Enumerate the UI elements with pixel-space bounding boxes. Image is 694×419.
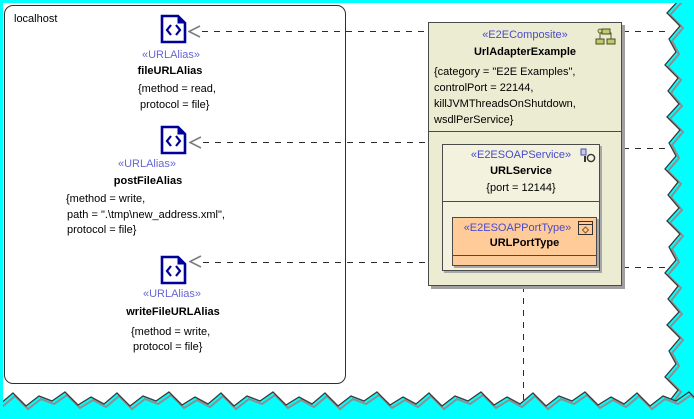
composite-tag-0: {category = "E2E Examples", [434, 66, 576, 78]
urlalias-write-icon[interactable] [160, 255, 187, 285]
node-service-urlservice[interactable]: «E2ESOAPService» URLService {port = 1214… [442, 144, 600, 271]
composite-stereotype: «E2EComposite» [482, 29, 568, 41]
urlalias-file-icon[interactable] [160, 14, 187, 44]
torn-edge-right [664, 0, 694, 419]
torn-edge-bottom [0, 391, 694, 419]
urlalias-3-name[interactable]: writeFileURLAlias [126, 306, 220, 318]
node-composite-urladapterexample[interactable]: «E2EComposite» UrlAdapterExample {catego… [428, 22, 622, 286]
dependency-line-bottom[interactable] [523, 286, 524, 400]
urlalias-3-tag-1: protocol = file} [133, 341, 203, 353]
composite-tag-2: killJVMThreadsOnShutdown, [434, 98, 576, 110]
dependency-line-right-1[interactable] [623, 31, 668, 32]
composite-tree-icon [595, 28, 616, 45]
urlalias-1-name[interactable]: fileURLAlias [137, 65, 203, 77]
service-name: URLService [490, 165, 552, 177]
urlalias-2-tag-2: protocol = file} [67, 224, 137, 236]
urlalias-2-tag-0: {method = write, [66, 193, 146, 205]
urlalias-2-tag-1: path = ".\tmp\new_address.xml", [67, 209, 225, 221]
porttype-name: URLPortType [489, 237, 560, 249]
porttype-compartment-separator [453, 255, 596, 256]
urlalias-2-name[interactable]: postFileAlias [113, 175, 183, 187]
porttype-stereotype: «E2ESOAPPortType» [463, 222, 572, 234]
node-porttype-urlporttype[interactable]: «E2ESOAPPortType» URLPortType [452, 217, 597, 266]
service-tag-0: {port = 12144} [486, 182, 556, 194]
diagram-border-top [0, 0, 694, 3]
service-icon [580, 148, 596, 163]
arrowhead-icon-2 [189, 136, 202, 149]
porttype-icon [578, 221, 593, 235]
arrowhead-icon-3 [189, 255, 202, 268]
dependency-line-postfilealias[interactable] [203, 142, 428, 143]
urlalias-1-tag-0: {method = read, [138, 83, 216, 95]
urlalias-post-icon[interactable] [160, 125, 187, 155]
urlalias-3-stereotype: «URLAlias» [142, 288, 202, 300]
service-compartment-separator [443, 201, 599, 202]
diagram-border-left [0, 0, 3, 419]
urlalias-3-tag-0: {method = write, [131, 326, 211, 338]
composite-tag-1: controlPort = 22144, [434, 82, 534, 94]
composite-tag-3: wsdlPerService} [434, 114, 514, 126]
node-localhost-label: localhost [14, 13, 58, 25]
dependency-line-right-3[interactable] [623, 267, 668, 268]
dependency-line-writefileurlalias[interactable] [203, 262, 428, 263]
composite-name: UrlAdapterExample [473, 46, 577, 58]
arrowhead-icon-1 [188, 25, 201, 38]
urlalias-2-stereotype: «URLAlias» [117, 158, 177, 170]
service-stereotype: «E2ESOAPService» [470, 149, 572, 161]
dependency-line-fileurlalias[interactable] [202, 31, 428, 32]
node-localhost[interactable]: localhost [4, 5, 346, 384]
dependency-line-right-2[interactable] [623, 148, 668, 149]
urlalias-1-stereotype: «URLAlias» [141, 49, 201, 61]
urlalias-1-tag-1: protocol = file} [140, 99, 210, 111]
composite-compartment-separator [429, 131, 621, 132]
